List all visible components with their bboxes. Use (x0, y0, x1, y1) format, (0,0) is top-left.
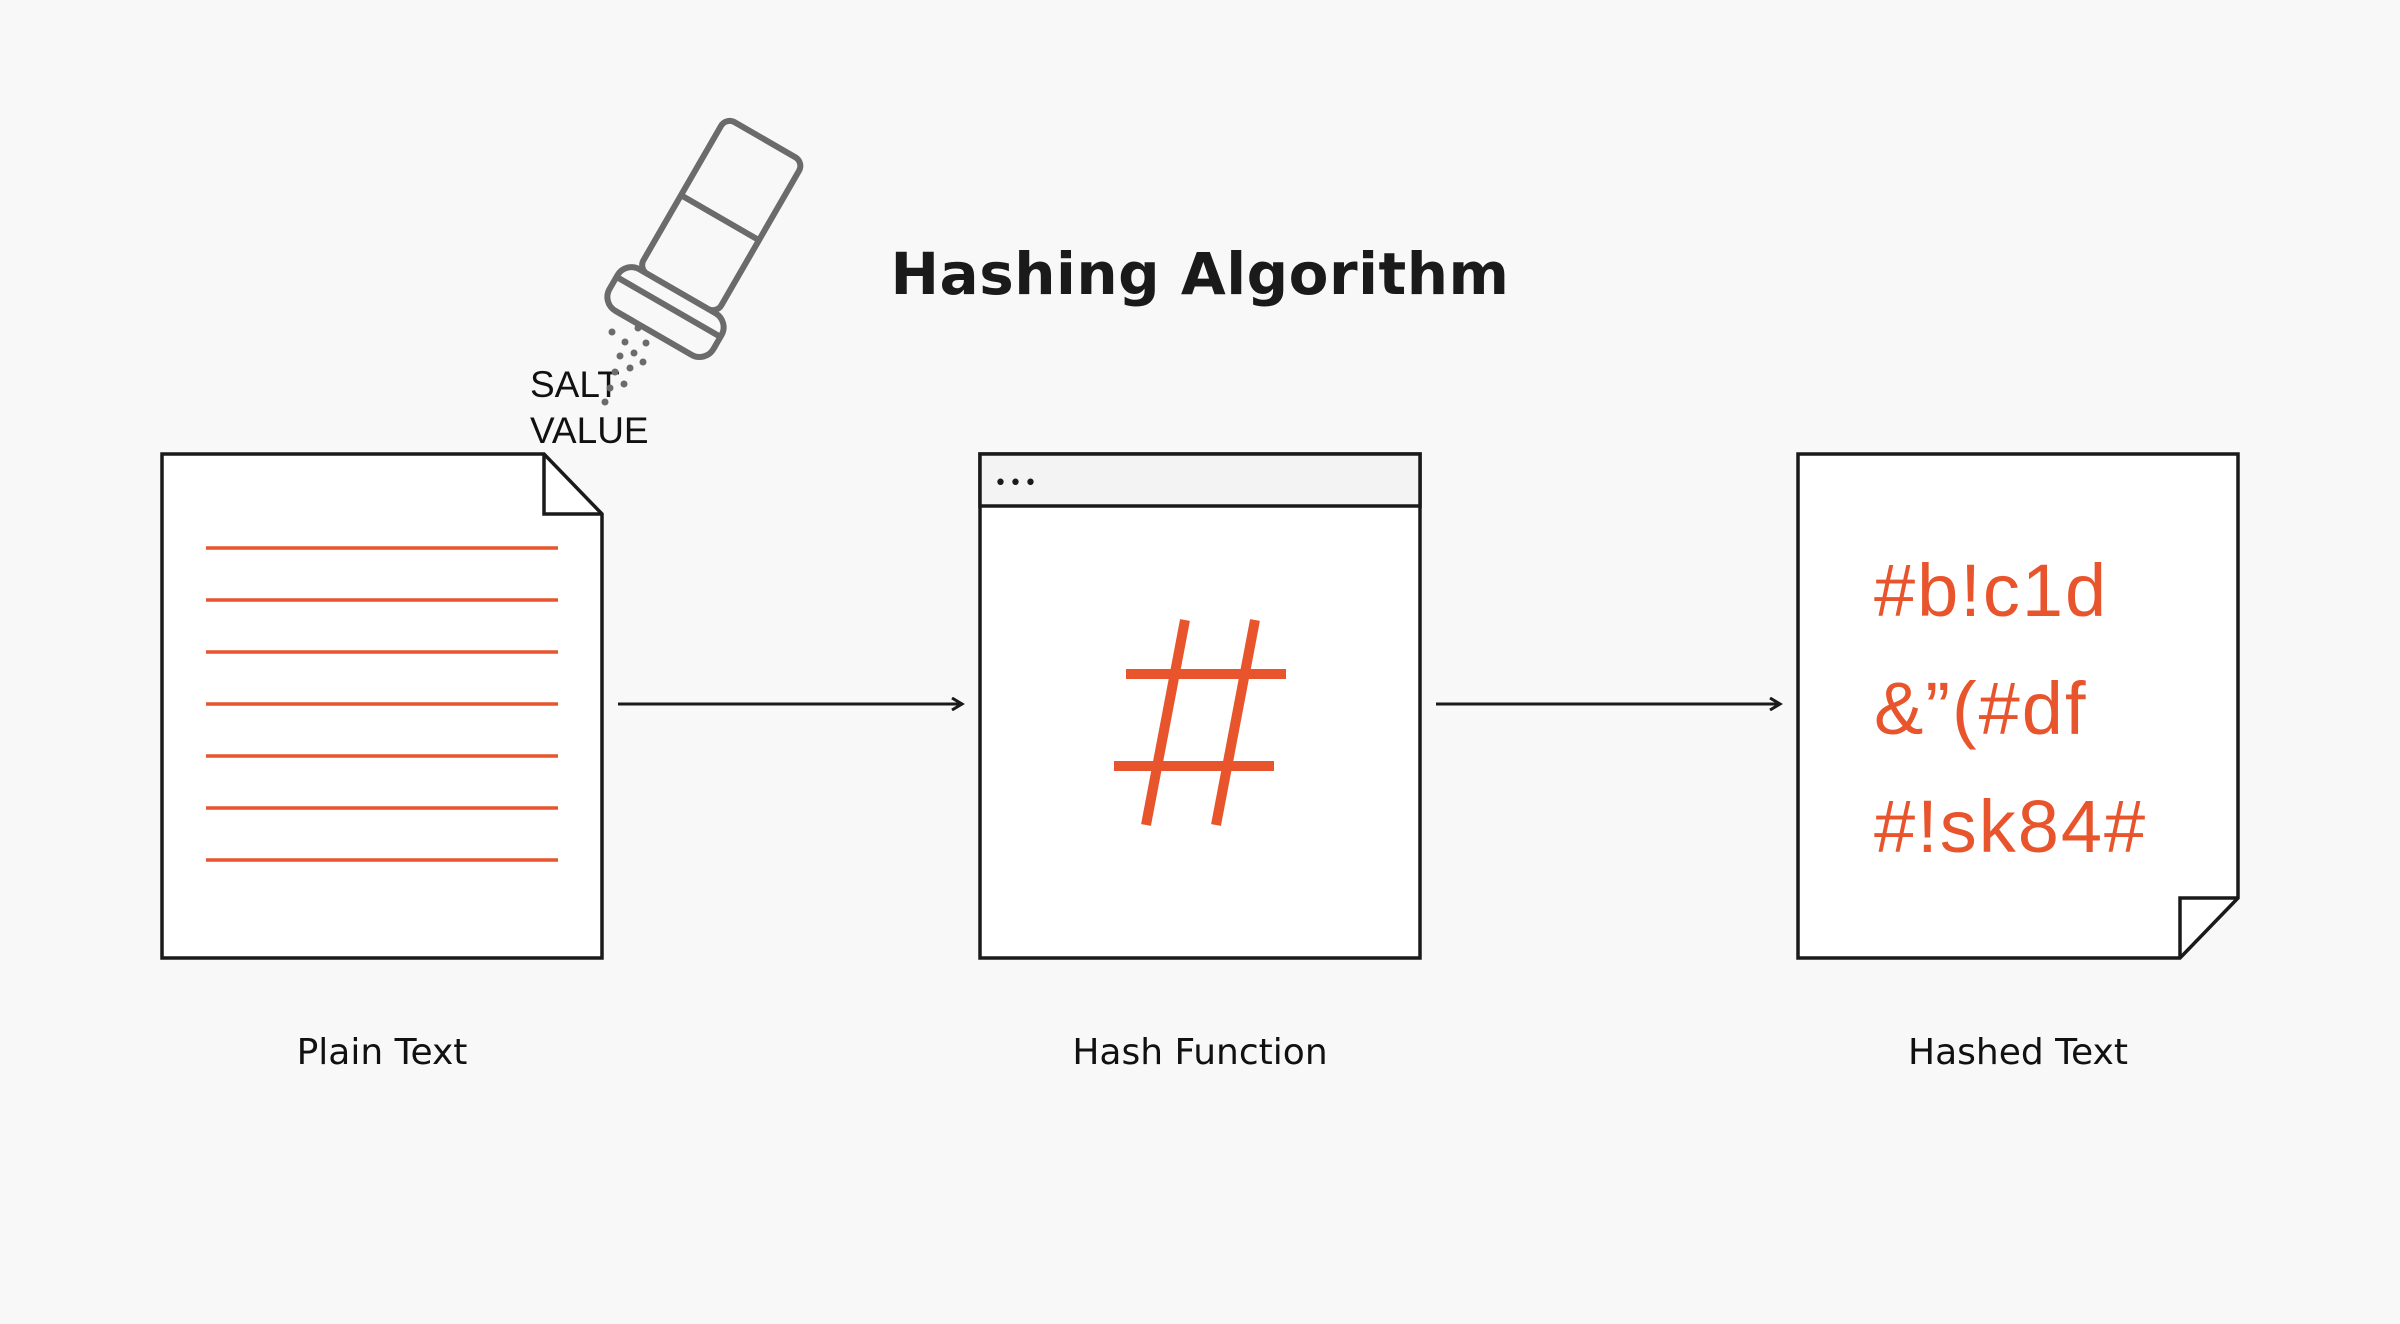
hashed-text-document (1796, 452, 2240, 960)
salt-label-line-2: VALUE (530, 410, 649, 451)
diagram-title: Hashing Algorithm (890, 240, 1510, 308)
plain-text-lines (206, 546, 558, 862)
hashed-text-line-1: #b!c1d (1874, 549, 2109, 632)
salt-label-line-1: SALT (530, 364, 620, 405)
salt-value-label: SALT VALUE (530, 362, 649, 454)
window-title-bar (978, 452, 1422, 508)
hashed-document-fold-corner (2178, 896, 2238, 958)
hash-icon (1114, 619, 1286, 826)
plain-text-caption: Plain Text (296, 1032, 468, 1073)
salt-shaker-icon (604, 117, 804, 361)
hashed-text-caption: Hashed Text (1908, 1032, 2128, 1073)
hash-function-window (978, 452, 1422, 960)
plain-text-document (160, 452, 604, 960)
salt-grains (601, 324, 650, 406)
window-dots: ••• (994, 471, 1039, 496)
document-fold-corner (542, 454, 602, 516)
hash-function-caption: Hash Function (1072, 1032, 1328, 1073)
hashed-text-line-3: #!sk84# (1874, 785, 2148, 868)
hashed-text-line-2: &”(#df (1874, 667, 2088, 750)
